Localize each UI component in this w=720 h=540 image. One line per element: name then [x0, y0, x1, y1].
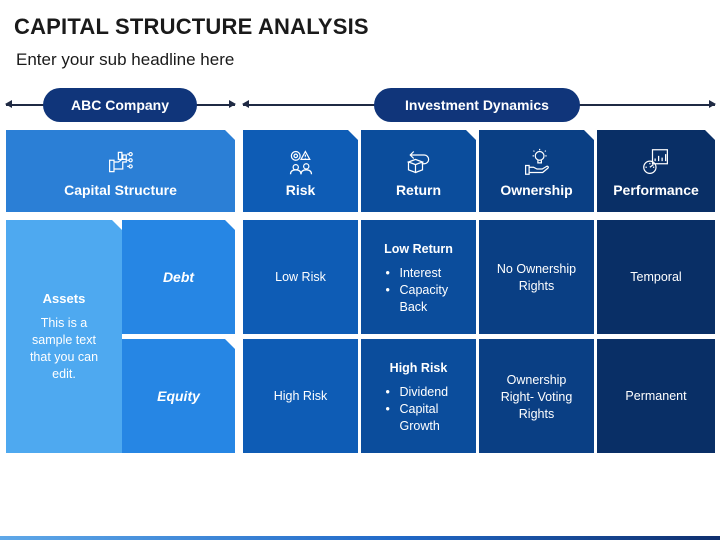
debt-label: Debt: [162, 268, 195, 285]
header-ownership: Ownership: [479, 130, 594, 212]
page-title: CAPITAL STRUCTURE ANALYSIS: [14, 14, 369, 39]
debt-performance-text: Temporal: [630, 269, 682, 284]
header-risk-label: Risk: [285, 182, 316, 198]
header-return: Return: [361, 130, 476, 212]
equity-return-cell: High Risk Dividend Capital Growth: [361, 339, 476, 453]
debt-performance-cell: Temporal: [597, 220, 715, 334]
equity-risk-cell: High Risk: [243, 339, 358, 453]
people-warning-icon: [287, 148, 315, 176]
debt-ownership-text: No Ownership Rights: [496, 262, 577, 293]
abc-company-pill: ABC Company: [43, 88, 197, 122]
debt-return-item: Interest: [386, 265, 452, 282]
equity-performance-cell: Permanent: [597, 339, 715, 453]
debt-return-item: Capacity Back: [386, 282, 452, 316]
return-box-icon: [405, 148, 433, 176]
investment-dynamics-pill: Investment Dynamics: [374, 88, 580, 122]
equity-return-item: Capital Growth: [386, 401, 452, 435]
header-ownership-label: Ownership: [500, 182, 573, 198]
header-return-label: Return: [395, 182, 442, 198]
header-capital-structure-label: Capital Structure: [64, 182, 177, 198]
header-risk: Risk: [243, 130, 358, 212]
equity-ownership-cell: Ownership Right- Voting Rights: [479, 339, 594, 453]
debt-risk-text: Low Risk: [275, 269, 326, 284]
header-capital-structure: Capital Structure: [6, 130, 235, 212]
debt-cell: Debt: [122, 220, 235, 334]
debt-ownership-cell: No Ownership Rights: [479, 220, 594, 334]
equity-return-item: Dividend: [386, 384, 452, 401]
debt-risk-cell: Low Risk: [243, 220, 358, 334]
assets-text: This is a sample text that you can edit.: [29, 316, 99, 381]
debt-return-title: Low Return: [384, 242, 453, 256]
equity-label: Equity: [157, 387, 200, 404]
debt-return-list: Interest Capacity Back: [386, 265, 452, 316]
equity-cell: Equity: [122, 339, 235, 453]
header-performance: Performance: [597, 130, 715, 212]
hand-coins-icon: [107, 148, 135, 176]
page-subtitle: Enter your sub headline here: [16, 50, 235, 69]
bottom-accent-bar: [0, 536, 720, 540]
hand-bulb-icon: [523, 148, 551, 176]
equity-risk-text: High Risk: [273, 388, 328, 403]
debt-return-cell: Low Return Interest Capacity Back: [361, 220, 476, 334]
header-performance-label: Performance: [613, 182, 699, 198]
equity-return-title: High Risk: [389, 361, 448, 375]
assets-cell: Assets This is a sample text that you ca…: [6, 220, 122, 453]
equity-return-list: Dividend Capital Growth: [386, 384, 452, 435]
equity-ownership-text: Ownership Right- Voting Rights: [500, 373, 573, 421]
chart-gauge-icon: [642, 148, 670, 176]
equity-performance-text: Permanent: [625, 388, 687, 403]
assets-title: Assets: [42, 291, 86, 306]
